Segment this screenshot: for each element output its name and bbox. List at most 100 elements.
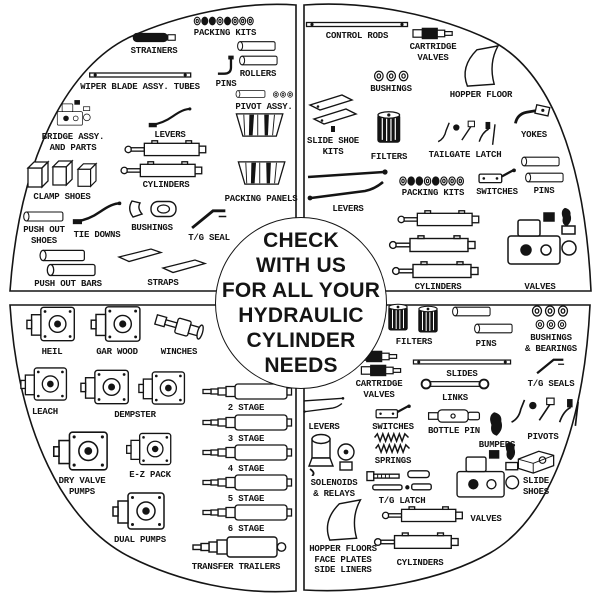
push-out-bars-icon: [39, 249, 96, 277]
item-label: LEACH: [31, 407, 58, 417]
pin-icon: [216, 55, 236, 77]
item-label: LEVERS: [308, 422, 340, 432]
item-push-out-bars: PUSH OUT BARS: [24, 249, 112, 290]
item-heil: HEIL: [26, 303, 78, 358]
item-tg-seal: T/G SEAL: [188, 204, 230, 244]
slogan-line: HYDRAULIC: [238, 304, 364, 327]
telescopic-cylinder-icon: [199, 473, 293, 492]
item-label: CLAMP SHOES: [33, 192, 91, 202]
lever-icon: [140, 106, 200, 128]
item-label: STRAINERS: [130, 46, 178, 56]
bottle-pin-icon: [425, 408, 483, 424]
strainer-icon: [130, 31, 178, 44]
item-label: CARTRIDGE VALVES: [409, 42, 457, 63]
slogan-line: CYLINDER: [246, 329, 356, 352]
item-label: DEMPSTER: [114, 410, 156, 420]
item-label: SLIDE SHOES: [522, 476, 549, 497]
item-label: PINS: [215, 79, 237, 89]
item-label: BUSHINGS: [131, 223, 173, 233]
slogan-line: NEEDS: [264, 354, 338, 377]
item-label: PACKING PANELS: [224, 194, 298, 204]
item-label: 2 STAGE: [227, 403, 265, 413]
wiper-blade-icon: [88, 70, 192, 80]
item-label: LEVERS: [154, 130, 186, 140]
pumps-icon: [80, 369, 186, 405]
item-packing-panels: PACKING PANELS: [225, 112, 298, 205]
item-label: SLIDE SHOE KITS: [306, 136, 360, 157]
tg-latch-icon: [365, 468, 439, 494]
item-label: SPRINGS: [374, 456, 412, 466]
pivots-icon: [506, 394, 580, 430]
push-out-shoes-icon: [21, 210, 67, 223]
item-label: TRANSFER TRAILERS: [191, 562, 281, 572]
item-dual-pumps: DUAL PUMPS: [108, 489, 172, 546]
item-pins-tl: PINS: [216, 55, 237, 90]
item-label: DRY VALVE PUMPS: [58, 476, 106, 497]
item-label: T/G LATCH: [378, 496, 426, 506]
rollers-icon: [237, 41, 278, 66]
item-cylinders-br: CYLINDERS: [373, 506, 467, 569]
center-slogan-circle: CHECK WITH US FOR ALL YOUR HYDRAULIC CYL…: [215, 217, 387, 389]
item-bumpers: BUMPERS: [479, 410, 515, 451]
item-6-stage: 6 STAGE: [199, 503, 293, 535]
item-label: STRAPS: [147, 278, 179, 288]
item-label: CONTROL RODS: [325, 31, 389, 41]
item-winches: WINCHES: [153, 309, 205, 358]
item-cartridge-valves-tr: CARTRIDGE VALVES: [410, 26, 457, 63]
pump-icon: [20, 363, 70, 405]
item-label: LEVERS: [332, 204, 364, 214]
tie-downs-icon: [72, 197, 122, 228]
item-bushings-bearings: BUSHINGS & BEARINGS: [525, 305, 577, 354]
item-label: PIVOT ASSY.: [235, 102, 293, 112]
item-bottle-pin: BOTTLE PIN: [425, 408, 483, 437]
item-label: BOTTLE PIN: [427, 426, 480, 436]
item-label: GAR WOOD: [96, 347, 138, 357]
item-tg-latch: T/G LATCH: [365, 468, 439, 507]
pump-icon: [26, 303, 78, 345]
item-cylinders-tr: CYLINDERS: [386, 210, 490, 293]
item-label: 3 STAGE: [227, 434, 265, 444]
item-label: SWITCHES: [372, 422, 414, 432]
item-straps: STRAPS: [117, 245, 209, 289]
winch-icon: [153, 309, 205, 345]
item-ez-pack: E-Z PACK: [125, 430, 175, 481]
levers-icon: [305, 168, 391, 202]
slide-shoes-icon: [513, 448, 559, 474]
item-hopper-floors: HOPPER FLOORS FACE PLATES SIDE LINERS: [309, 498, 377, 576]
switch-icon: [474, 168, 520, 185]
item-label: PINS: [475, 339, 497, 349]
item-tie-downs: TIE DOWNS: [72, 197, 122, 241]
item-packing-kits-tr: PACKING KITS: [397, 176, 469, 199]
item-label: CYLINDERS: [142, 180, 190, 190]
item-dry-valve-pumps: DRY VALVE PUMPS: [52, 428, 112, 497]
item-label: PINS: [533, 186, 555, 196]
item-label: TIE DOWNS: [73, 230, 121, 240]
item-label: WINCHES: [160, 347, 198, 357]
pins-icon: [520, 156, 564, 183]
item-tg-seals: T/G SEALS: [528, 353, 575, 390]
item-label: T/G SEAL: [188, 233, 230, 243]
control-rods-icon: [305, 20, 409, 29]
pump-icon: [125, 430, 175, 468]
item-pins-br: PINS: [450, 305, 522, 350]
telescopic-cylinder-icon: [199, 413, 293, 432]
straps-icon: [118, 248, 206, 274]
item-filters-tr: FILTERS: [371, 106, 407, 163]
item-label: LINKS: [441, 393, 468, 403]
item-label: DUAL PUMPS: [113, 535, 166, 545]
springs-icon: [373, 433, 411, 453]
packing-panels-icon: [236, 113, 286, 185]
filters-icon: [388, 303, 438, 333]
item-label: YOKES: [520, 130, 547, 140]
item-strainers: STRAINERS: [130, 31, 178, 57]
filter-icon: [376, 106, 402, 150]
bumper-icon: [488, 410, 506, 438]
yoke-icon: [512, 102, 556, 128]
item-label: E-Z PACK: [129, 470, 171, 480]
slogan-line: WITH US: [255, 254, 347, 277]
item-label: BUSHINGS: [370, 84, 412, 94]
slogan-line: CHECK: [263, 229, 339, 252]
hopper-floors-icon: [319, 498, 367, 542]
cylinders-icon: [120, 140, 207, 178]
